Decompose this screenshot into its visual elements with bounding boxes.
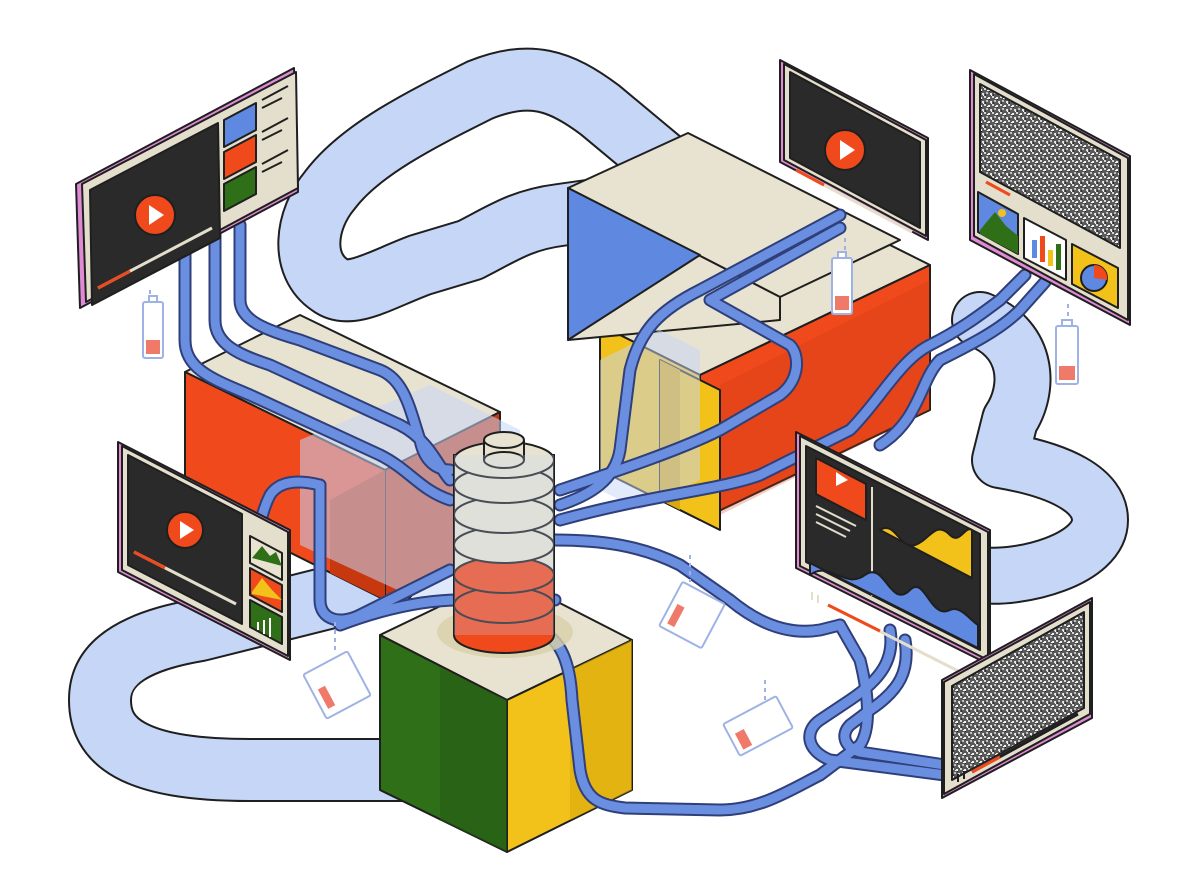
monitor-right xyxy=(795,431,991,679)
monitor-top-left xyxy=(75,67,299,309)
battery-icon-low xyxy=(831,238,853,315)
battery-icon-low xyxy=(302,622,372,720)
battery-icon-low xyxy=(658,555,726,649)
monitor-bottom-right xyxy=(941,597,1093,799)
battery-icon-low xyxy=(1055,304,1079,385)
area-chart-icon xyxy=(879,527,973,579)
block-top-blue xyxy=(567,132,901,341)
cables xyxy=(178,208,1052,817)
pause-icon xyxy=(957,771,965,782)
monitor-top-center-right xyxy=(779,59,929,241)
bar-chart-icon xyxy=(1032,236,1061,270)
monitor-mid-left xyxy=(117,441,291,661)
battery-icon-low xyxy=(722,680,794,757)
low-battery-indicators xyxy=(142,238,1079,757)
battery-icon xyxy=(437,431,573,658)
battery-icon-low xyxy=(142,290,164,359)
monitor-top-right xyxy=(969,69,1131,326)
